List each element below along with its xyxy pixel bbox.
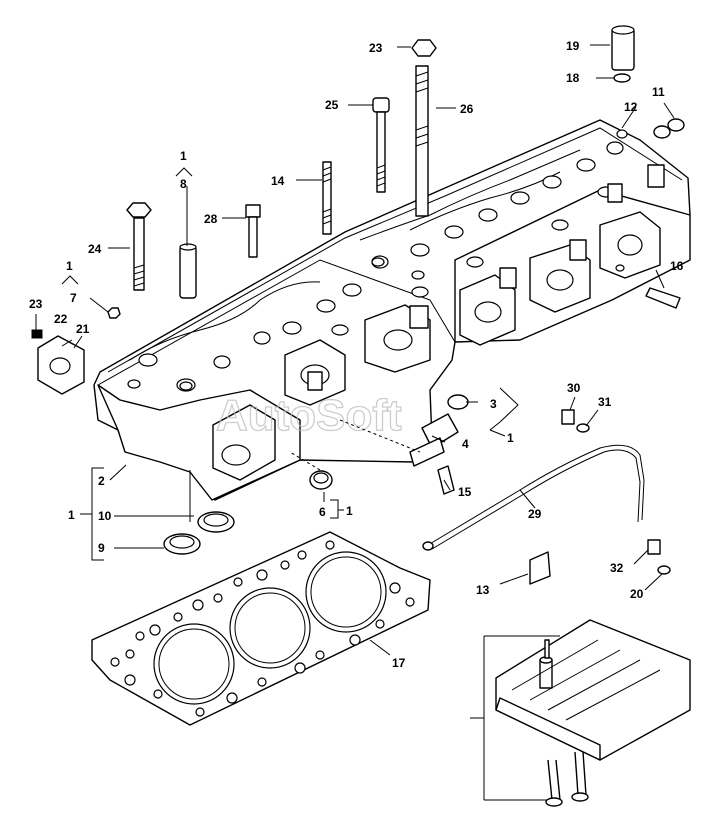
callout-14: 15 [458,485,472,499]
callout-25: 26 [460,102,474,116]
bolt-22 [31,329,43,339]
bolt-27 [245,204,261,258]
cylinder-head [93,119,691,501]
callout-15: 16 [670,259,684,273]
banjo-bolt-29 [561,409,575,425]
callout-28: 29 [528,507,542,521]
callout-26: 23 [369,41,383,55]
gasket-holes [110,540,415,717]
callout-8: 9 [98,541,105,555]
seal-5 [309,470,333,490]
callout-18: 19 [566,39,580,53]
dowel-sleeve-7 [179,243,197,299]
callout-2: 2 [98,474,105,488]
callout-13: 14 [271,174,285,188]
bolt-bosses [127,129,628,391]
callout-10: 11 [652,85,665,99]
head-assembly-inset-32 [483,619,691,807]
callout-6: 7 [70,291,77,305]
callout-7: 8 [180,177,187,191]
nut-6 [107,307,121,319]
injector-sleeve-4 [409,394,469,467]
head-gasket-16 [91,531,431,726]
callout-1-right-of-5: 1 [346,504,353,518]
callout-29: 30 [567,381,581,395]
callout-31: 32 [610,561,624,575]
callout-16: 17 [392,656,406,670]
callout-5: 6 [319,505,326,519]
fuel-pipe-28 [422,444,645,551]
callout-30: 31 [598,395,612,409]
callout-3: 3 [490,397,497,411]
callout-17: 18 [566,71,580,85]
callout-11: 12 [624,100,638,114]
nut-10 [653,118,685,139]
callout-19: 20 [630,587,644,601]
seal-rings [163,511,235,555]
fitting-31 [647,539,661,555]
callout-20: 21 [76,322,90,336]
callout-21: 22 [54,312,68,326]
cover-plate-20 [37,335,85,395]
washer-17 [613,73,631,83]
callout-12: 13 [476,583,490,597]
washer-19 [657,565,671,575]
nut-26 [411,39,437,57]
callout-23: 24 [88,242,102,256]
callout-4: 4 [462,437,469,451]
bolt-24 [372,97,390,193]
callout-27: 28 [204,212,218,226]
injector-bosses [307,164,665,391]
callout-labels: 23 19 18 11 12 25 26 14 28 24 8 1 1 7 23… [29,39,684,670]
bolt-23 [126,202,152,291]
watermark: AutoSoft [216,391,402,440]
callout-9: 10 [98,509,112,523]
clip-12 [529,551,551,585]
sleeve-18 [611,25,635,71]
callout-1-right-of-4: 1 [507,431,514,445]
stud-15 [645,287,681,309]
callout-1-main: 1 [68,508,75,522]
stud-25 [415,65,429,217]
stud-13 [322,161,332,235]
callout-1-over-6: 1 [66,259,73,273]
callout-1-over-7: 1 [180,149,187,163]
leader-lines [35,44,675,719]
callout-22: 23 [29,297,43,311]
stud-14 [437,465,455,495]
callout-24: 25 [325,98,339,112]
